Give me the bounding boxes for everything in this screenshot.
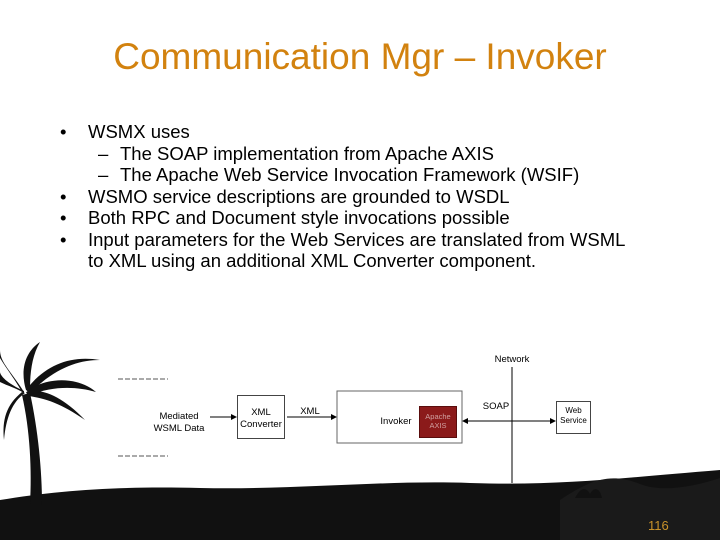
- soap-label: SOAP: [482, 401, 510, 412]
- bullet-dot-icon: •: [60, 121, 67, 142]
- bullet-dot-icon: •: [60, 228, 67, 250]
- bullet-dot-icon: •: [60, 185, 67, 207]
- bullet-text: Input parameters for the Web Services ar…: [88, 228, 626, 250]
- sub-bullet-text: The Apache Web Service Invocation Framew…: [120, 164, 580, 185]
- xml-converter-box: [237, 395, 285, 439]
- bullet-text: WSMO service descriptions are grounded t…: [88, 185, 510, 207]
- bullet-list: • WSMX uses – The SOAP implementation fr…: [60, 121, 700, 272]
- arrowhead-icon: [331, 414, 337, 420]
- network-label: Network: [494, 354, 530, 365]
- bullet-text: WSMX uses: [88, 121, 190, 142]
- bullet-dot-icon: •: [60, 207, 67, 228]
- bullet-item: • WSMO service descriptions are grounded…: [60, 186, 700, 208]
- bullet-item: • Input parameters for the Web Services …: [60, 229, 700, 272]
- invoker-label: Invoker: [380, 416, 412, 427]
- arrowhead-icon: [462, 418, 468, 424]
- slide-title: Communication Mgr – Invoker: [113, 36, 607, 77]
- bullet-item: • Both RPC and Document style invocation…: [60, 207, 700, 229]
- bullet-text-continued: to XML using an additional XML Converter…: [88, 250, 537, 271]
- sub-bullet-text: The SOAP implementation from Apache AXIS: [120, 142, 494, 164]
- sub-bullet-item: – The SOAP implementation from Apache AX…: [60, 143, 700, 165]
- bullet-text: Both RPC and Document style invocations …: [88, 207, 510, 228]
- arrowhead-icon: [231, 414, 237, 420]
- web-service-box: [556, 401, 591, 434]
- xml-label: XML: [300, 406, 320, 417]
- dash-icon: –: [98, 142, 109, 164]
- arrowhead-icon: [550, 418, 556, 424]
- dash-icon: –: [98, 164, 109, 185]
- page-number: 116: [648, 518, 669, 533]
- bullet-item: • WSMX uses: [60, 121, 700, 143]
- sub-bullet-item: – The Apache Web Service Invocation Fram…: [60, 164, 700, 186]
